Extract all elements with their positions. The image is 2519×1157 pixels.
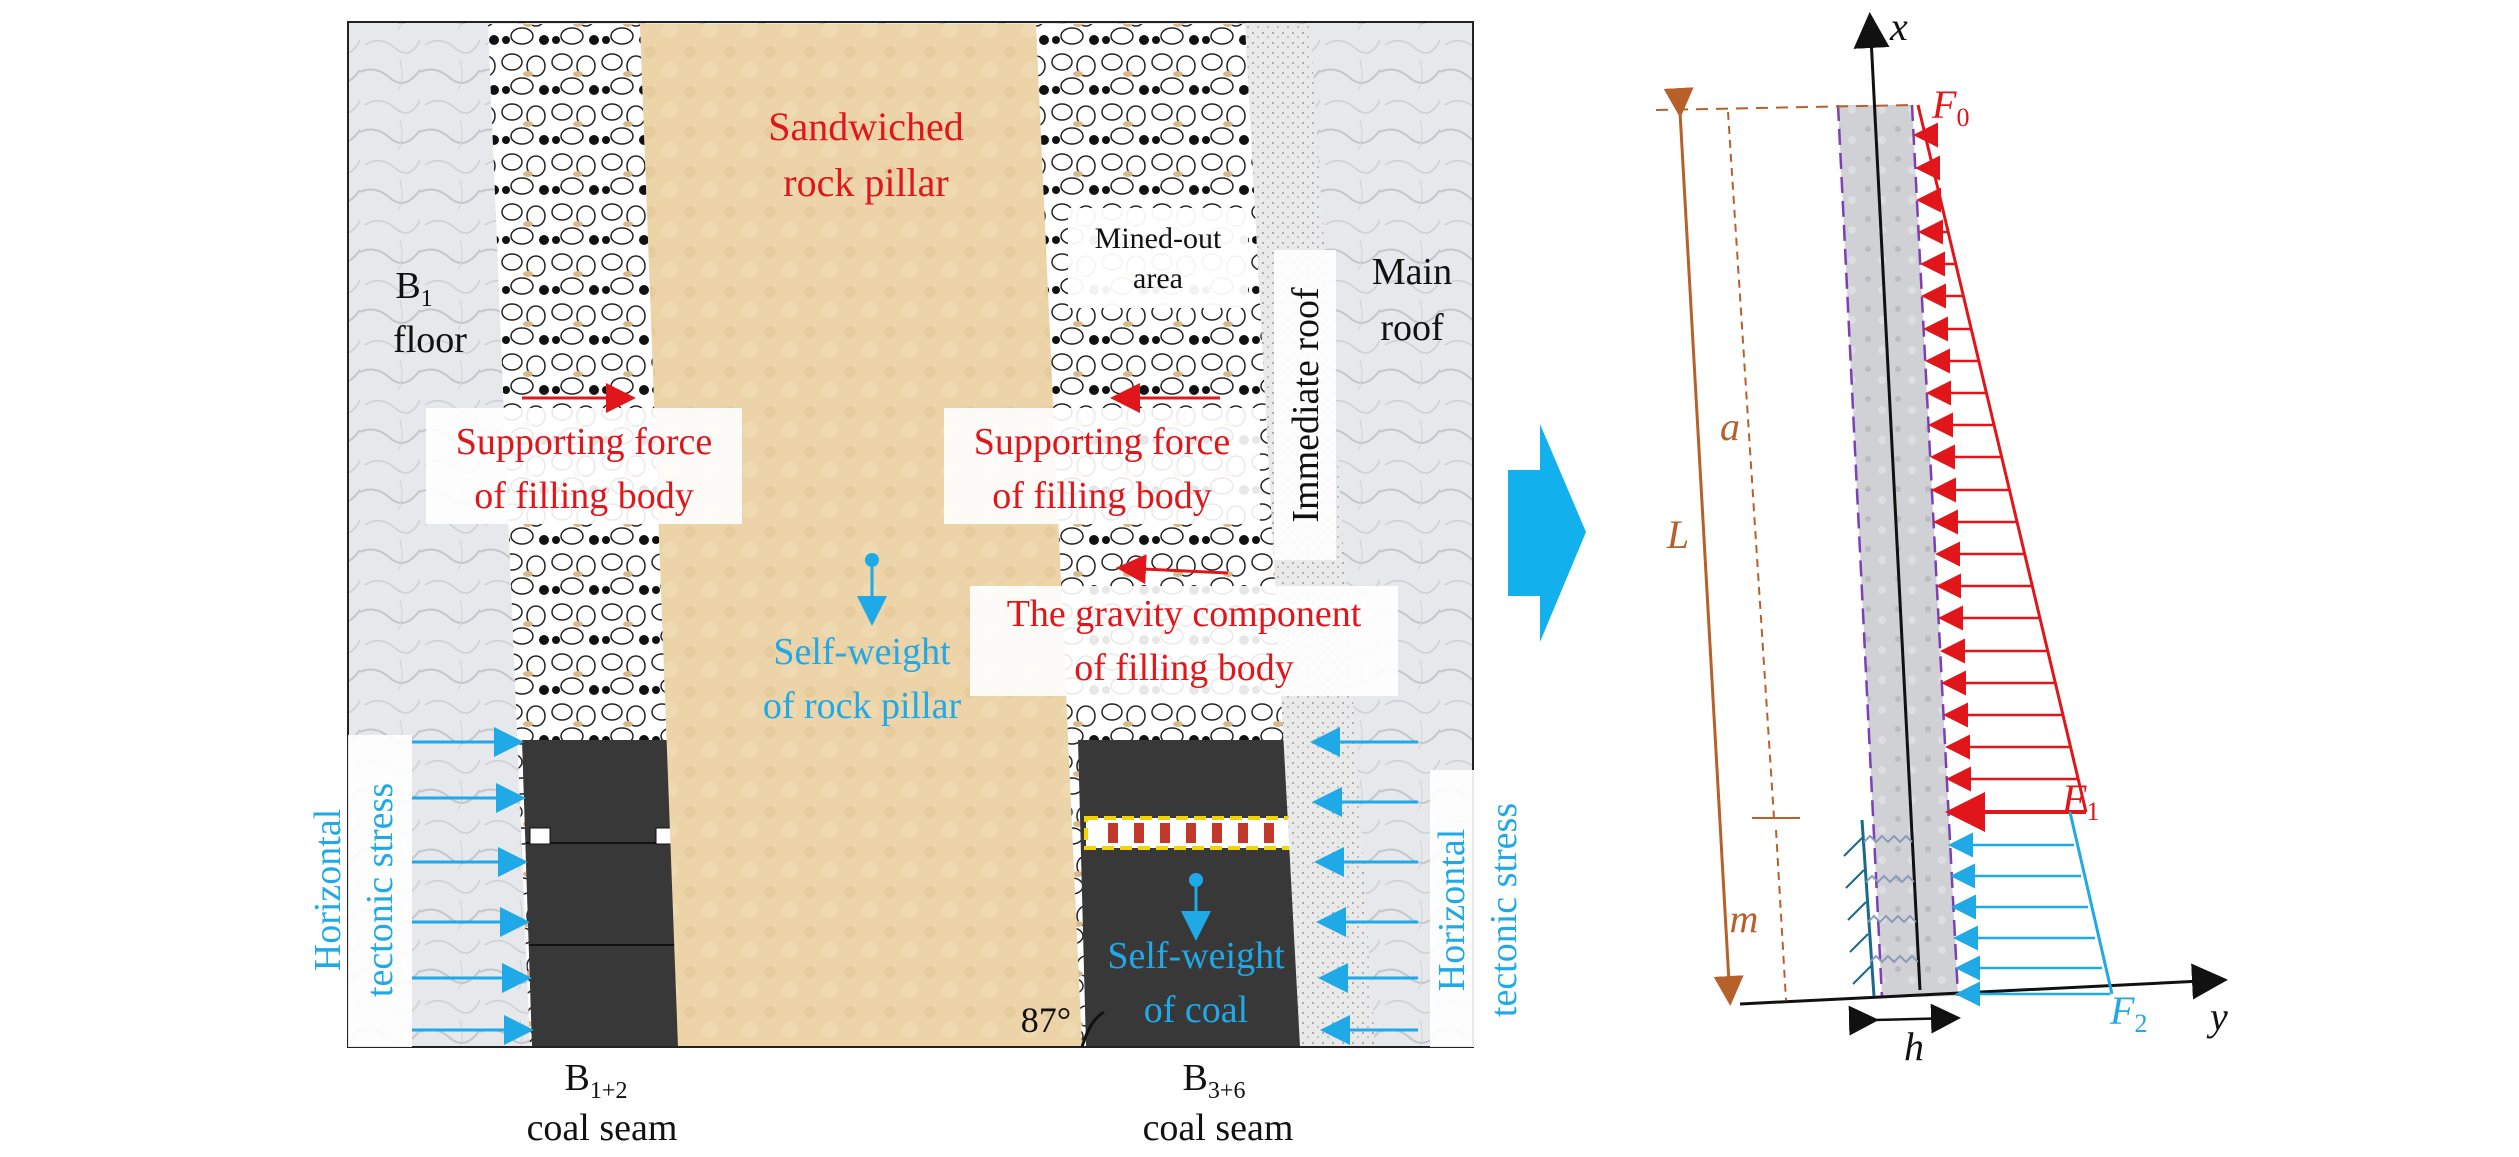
mined-out-label-2: area xyxy=(1133,262,1183,295)
main-roof-label-1: Main xyxy=(1372,251,1452,293)
gravity-component-1: The gravity component xyxy=(1007,593,1362,635)
self-weight-pillar-2: of rock pillar xyxy=(763,685,962,727)
load-profile-blue xyxy=(2070,812,2112,994)
horizontal-stress-left-2: tectonic stress xyxy=(359,783,401,997)
main-roof-label-2: roof xyxy=(1380,307,1444,349)
transition-arrow-icon xyxy=(1508,424,1586,642)
mining-section-diagram: B1 floor Sandwiched rock pillar Mined-ou… xyxy=(307,22,1525,1149)
label-a: a xyxy=(1720,404,1740,449)
label-L: L xyxy=(1666,512,1689,557)
label-F2: F2 xyxy=(2109,988,2147,1038)
y-axis-label: y xyxy=(2206,994,2228,1039)
dimension-m xyxy=(1776,830,1786,1000)
dimension-a xyxy=(1728,112,1774,818)
horizontal-stress-right-2: tectonic stress xyxy=(1483,803,1525,1017)
immediate-roof-label: Immediate roof xyxy=(1285,287,1327,523)
b1-floor-word: floor xyxy=(393,319,467,361)
left-coal-seam xyxy=(522,740,680,1047)
supporting-force-left-2: of filling body xyxy=(474,475,694,517)
angle-label: 87° xyxy=(1021,1000,1071,1040)
label-F0: F0 xyxy=(1931,82,1969,132)
self-weight-coal-2: of coal xyxy=(1144,989,1248,1031)
label-m: m xyxy=(1730,896,1759,941)
label-F1: F1 xyxy=(2061,776,2099,826)
support-frame xyxy=(1086,818,1310,848)
seam-left-word: coal seam xyxy=(527,1107,678,1149)
mined-out-label-1: Mined-out xyxy=(1095,222,1222,255)
seam-right-symbol: B3+6 xyxy=(1183,1057,1246,1104)
seam-right-word: coal seam xyxy=(1143,1107,1294,1149)
dimension-h xyxy=(1874,1018,1956,1020)
mechanical-model: x y xyxy=(1656,4,2228,1069)
supporting-force-right-2: of filling body xyxy=(992,475,1212,517)
label-h: h xyxy=(1904,1024,1924,1069)
self-weight-pillar-1: Self-weight xyxy=(773,631,951,673)
horizontal-stress-left-1: Horizontal xyxy=(307,809,349,972)
y-axis xyxy=(1740,980,2222,1004)
supporting-force-left-1: Supporting force xyxy=(456,421,712,463)
gravity-component-2: of filling body xyxy=(1074,647,1294,689)
seam-left-symbol: B1+2 xyxy=(565,1057,628,1104)
coal-load-arrows xyxy=(1953,845,2110,994)
sandwiched-pillar-label-2: rock pillar xyxy=(783,160,949,205)
sandwiched-pillar-label-1: Sandwiched xyxy=(768,104,964,149)
x-axis-label: x xyxy=(1889,4,1908,49)
self-weight-coal-1: Self-weight xyxy=(1107,935,1285,977)
horizontal-stress-right-1: Horizontal xyxy=(1431,829,1473,992)
supporting-force-right-1: Supporting force xyxy=(974,421,1230,463)
